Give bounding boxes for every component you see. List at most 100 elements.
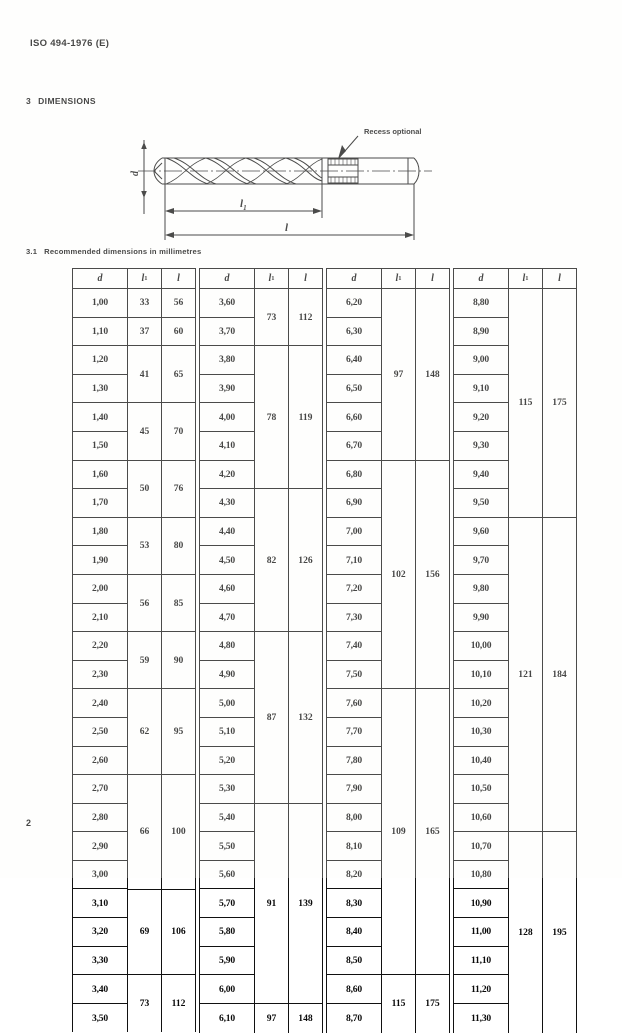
- cell-d: 6,20: [327, 289, 381, 318]
- cell-l: 132: [289, 632, 322, 804]
- cell-l: 184: [543, 518, 576, 833]
- cell-d: 11,30: [470, 1012, 492, 1024]
- cell-d: 8,80: [454, 289, 508, 318]
- column-header-d: d: [478, 273, 484, 284]
- cell-d: 7,80: [327, 747, 381, 776]
- cell-l1: 102: [382, 461, 415, 690]
- cell-d: 1,50: [73, 432, 127, 461]
- cell-d: 3,00: [73, 861, 127, 890]
- cell-l1: 87: [255, 632, 288, 804]
- cell-d: 6,40: [327, 346, 381, 375]
- cell-l1: 121: [509, 518, 542, 833]
- cell-d: 3,60: [200, 289, 254, 318]
- cell-l1: 115: [509, 289, 542, 518]
- cell-d: 7,40: [327, 632, 381, 661]
- cell-l1: 56: [128, 575, 161, 633]
- column-header-d: d: [97, 273, 103, 284]
- cell-d: 11,00: [454, 918, 508, 947]
- cell-d: 6,60: [327, 403, 381, 432]
- cell-d: 1,20: [73, 346, 127, 375]
- cell-d: 5,50: [200, 832, 254, 861]
- cell-d: 2,10: [73, 604, 127, 633]
- cell-d: 7,90: [327, 775, 381, 804]
- cell-l1: 115: [391, 998, 406, 1010]
- subsection-title-text: Recommended dimensions in millimetres: [44, 247, 202, 256]
- cell-d: 7,30: [327, 604, 381, 633]
- cell-l: 106: [162, 890, 195, 976]
- cell-d: 1,40: [73, 403, 127, 432]
- cell-d: 10,00: [454, 632, 508, 661]
- cell-d: 2,60: [73, 747, 127, 776]
- figure-label-l1: l1: [240, 198, 247, 212]
- figure-label-l: l: [285, 222, 289, 234]
- cell-d: 8,40: [327, 918, 381, 947]
- cell-l1: 73: [255, 289, 288, 347]
- cell-d: 8,00: [327, 804, 381, 833]
- cell-l: 156: [416, 461, 449, 690]
- cell-l1: 97: [382, 289, 415, 461]
- cell-d: 3,70: [200, 318, 254, 347]
- cell-d: 1,00: [73, 289, 127, 318]
- cell-l1: 69: [128, 890, 161, 976]
- cell-d: 6,90: [327, 489, 381, 518]
- cell-d: 5,00: [200, 689, 254, 718]
- cell-d: 3,50: [92, 1012, 108, 1024]
- cell-d: 1,80: [73, 518, 127, 547]
- cell-l: 76: [162, 461, 195, 518]
- figure-label-d: d: [130, 170, 141, 176]
- cell-d: 3,90: [200, 375, 254, 404]
- cell-l: 60: [162, 318, 195, 347]
- cell-l1: 82: [255, 489, 288, 633]
- cell-d: 4,40: [200, 518, 254, 547]
- cell-l: 139: [289, 804, 322, 1004]
- cell-l1: 50: [128, 461, 161, 518]
- cell-d: 10,20: [454, 689, 508, 718]
- cell-d: 7,60: [327, 689, 381, 718]
- cell-d: 4,20: [200, 461, 254, 490]
- cell-d: 2,70: [73, 775, 127, 804]
- cell-d: 11,10: [454, 947, 508, 976]
- cell-d: 1,70: [73, 489, 127, 518]
- cell-d: 6,30: [327, 318, 381, 347]
- cell-d: 7,10: [327, 546, 381, 575]
- cell-d: 4,90: [200, 661, 254, 690]
- cell-d: 2,20: [73, 632, 127, 661]
- cell-d: 8,30: [327, 889, 381, 919]
- cell-d: 3,40: [73, 975, 127, 1004]
- cell-l: 80: [162, 518, 195, 575]
- cell-l1: 41: [128, 346, 161, 404]
- cell-d: 2,50: [73, 718, 127, 747]
- cell-l: 65: [162, 346, 195, 404]
- cell-l1: 128: [518, 926, 533, 938]
- cell-d: 10,50: [454, 775, 508, 804]
- cell-d: 6,50: [327, 375, 381, 404]
- cell-l1: 53: [128, 518, 161, 575]
- cell-l1: 59: [128, 632, 161, 690]
- cell-d: 10,70: [454, 832, 508, 861]
- cell-l1: 37: [128, 318, 161, 347]
- cell-d: 9,00: [454, 346, 508, 375]
- cell-d: 8,20: [327, 861, 381, 890]
- cell-l1: 109: [382, 689, 415, 976]
- recess-optional-callout: Recess optional: [364, 127, 422, 136]
- cell-d: 2,40: [73, 689, 127, 718]
- section-title-text: DIMENSIONS: [38, 96, 96, 106]
- cell-d: 3,10: [73, 889, 127, 919]
- cell-d: 3,20: [73, 918, 127, 947]
- cell-d: 10,60: [454, 804, 508, 833]
- cell-l: 175: [425, 998, 440, 1010]
